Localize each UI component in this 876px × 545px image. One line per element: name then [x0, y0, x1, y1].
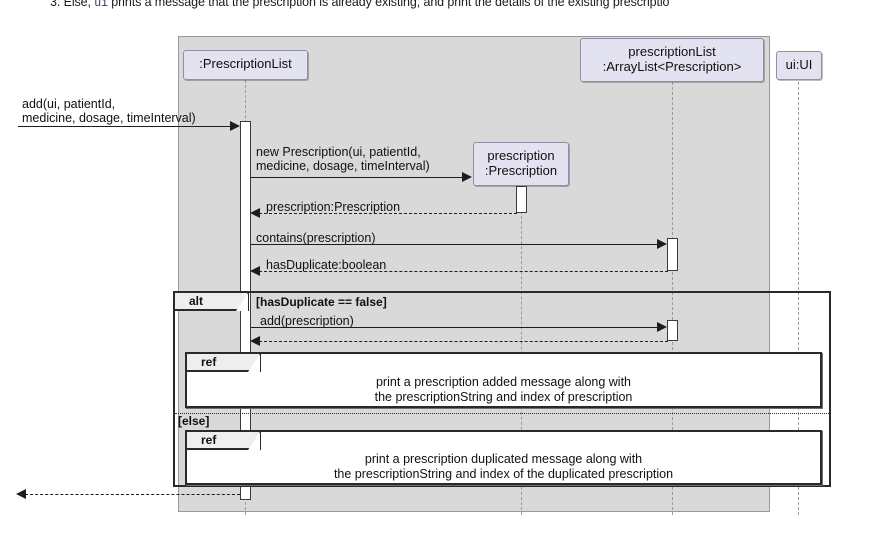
lifeline-head-ui[interactable]: ui:UI [776, 51, 822, 80]
lifeline-dash-arraylist [672, 82, 673, 515]
fragment-alt-guard-else: [else] [178, 414, 210, 428]
activation-bar-arraylist-contains [667, 238, 678, 271]
message-label-add-entry-line1: add(ui, patientId, [22, 97, 116, 111]
lifeline-dash-prescription [521, 186, 522, 515]
activation-bar-arraylist-add [667, 320, 678, 341]
fragment-alt-tag: alt [175, 293, 249, 311]
fragment-ref-duplicated-text-line1: print a prescription duplicated message … [364, 452, 643, 466]
fragment-alt-else-divider [175, 413, 829, 414]
caption-text: 3. Else, ui prints a message that the pr… [50, 0, 876, 10]
fragment-ref-added-tag: ref [187, 354, 261, 372]
lifeline-label-prescription-line1: prescription [487, 148, 555, 163]
message-line-return-add [259, 341, 668, 342]
lifeline-label-prescriptionlist: :PrescriptionList [199, 56, 292, 71]
message-label-contains: contains(prescription) [256, 231, 376, 245]
message-label-hasduplicate: hasDuplicate:boolean [266, 258, 387, 272]
message-line-contains [251, 244, 658, 245]
message-arrowhead-new-prescription [462, 172, 472, 182]
fragment-alt [173, 291, 831, 487]
message-arrowhead-hasduplicate [250, 266, 260, 276]
lifeline-head-prescriptionlist[interactable]: :PrescriptionList [183, 50, 308, 80]
message-line-add-entry [18, 126, 232, 127]
message-label-new-prescription-line1: new Prescription(ui, patientId, [256, 145, 421, 159]
fragment-ref-added-text-line2: the prescriptionString and index of pres… [374, 390, 633, 404]
message-arrowhead-add-entry [230, 121, 240, 131]
message-arrowhead-return-add [250, 336, 260, 346]
message-label-return-prescription: prescription:Prescription [266, 200, 401, 214]
message-line-new-prescription [251, 177, 463, 178]
message-arrowhead-add-prescription [657, 322, 667, 332]
lifeline-label-ui: ui:UI [785, 57, 813, 72]
fragment-ref-added [185, 352, 822, 408]
message-label-add-entry: add(ui, patientId, [22, 97, 115, 111]
lifeline-head-prescription[interactable]: prescription :Prescription [473, 142, 569, 186]
fragment-ref-duplicated [185, 430, 822, 485]
message-line-return-prescription [259, 213, 517, 214]
message-arrowhead-return-prescription [250, 208, 260, 218]
message-arrowhead-final-return [16, 489, 26, 499]
message-label-add-entry-2: medicine, dosage, timeInterval) [22, 111, 196, 125]
fragment-ref-duplicated-tag: ref [187, 432, 261, 450]
fragment-ref-duplicated-text-line2: the prescriptionString and index of the … [333, 467, 674, 481]
lifeline-label-arraylist-line2: :ArrayList<Prescription> [602, 59, 742, 74]
lifeline-label-prescription-line2: :Prescription [484, 163, 558, 178]
caption-text-before: 3. Else, [50, 0, 95, 9]
activation-bar-prescription [516, 186, 527, 213]
message-line-final-return [25, 494, 240, 495]
lifeline-label-arraylist-line1: prescriptionList [628, 44, 716, 59]
lifeline-head-arraylist[interactable]: prescriptionList :ArrayList<Prescription… [580, 38, 764, 82]
fragment-alt-guard-true: [hasDuplicate == false] [256, 295, 387, 309]
message-arrowhead-contains [657, 239, 667, 249]
message-label-add-entry-line2: medicine, dosage, timeInterval) [22, 111, 196, 125]
message-label-new-prescription-line2: medicine, dosage, timeInterval) [256, 159, 430, 173]
fragment-ref-added-text-line1: print a prescription added message along… [375, 375, 631, 389]
lifeline-dash-ui [798, 82, 799, 515]
caption-text-after: prints a message that the prescription i… [107, 0, 670, 9]
message-line-hasduplicate [259, 271, 668, 272]
caption-code-ui: ui [94, 0, 108, 10]
message-line-add-prescription [251, 327, 658, 328]
message-label-add-prescription: add(prescription) [260, 314, 354, 328]
